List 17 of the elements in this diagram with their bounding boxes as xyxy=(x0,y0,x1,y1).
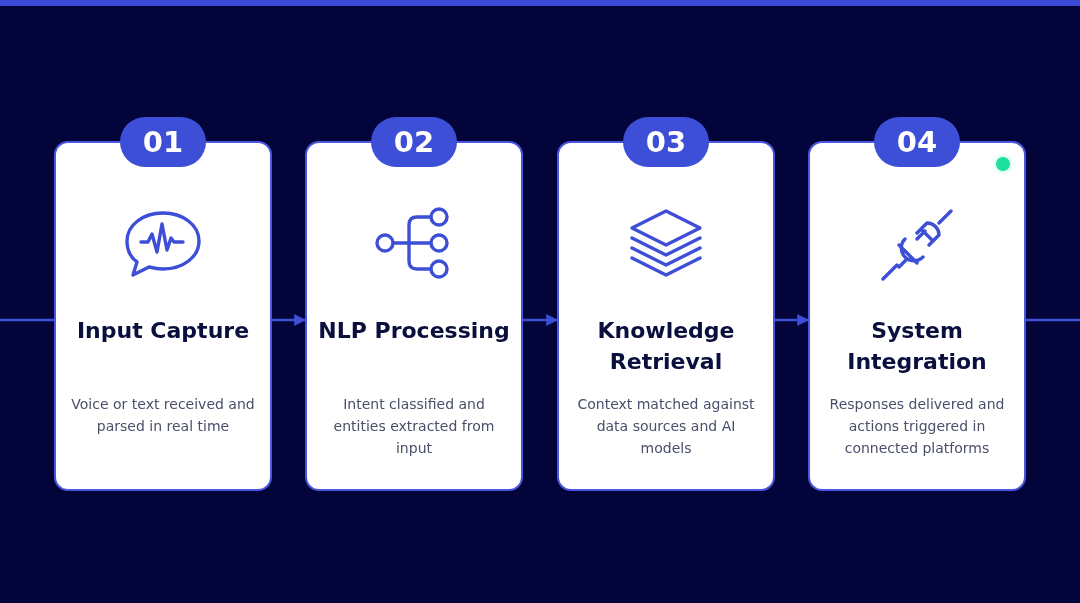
step-description: Voice or text received and parsed in real time xyxy=(70,395,256,436)
step-title: Input Capture xyxy=(75,317,251,345)
step-description: Responses delivered and actions triggered in connected platforms xyxy=(828,395,1006,458)
flow-arrow xyxy=(775,314,810,326)
flow-arrow xyxy=(272,314,307,326)
step-title: System Integration xyxy=(846,317,988,376)
flow-arrow xyxy=(523,314,559,326)
step-number-badge: 01 xyxy=(120,117,206,167)
step-title: Knowledge Retrieval xyxy=(596,317,736,376)
step-description: Context matched against data sources and AI models xyxy=(576,395,756,458)
step-title: NLP Processing xyxy=(317,317,511,345)
connector-line xyxy=(0,318,54,322)
step-number-badge: 02 xyxy=(371,117,457,167)
connector-line xyxy=(1026,318,1080,322)
step-number-badge: 04 xyxy=(874,117,960,167)
step-description: Intent classified and entities extracted from input xyxy=(332,395,496,458)
step-number-badge: 03 xyxy=(623,117,709,167)
